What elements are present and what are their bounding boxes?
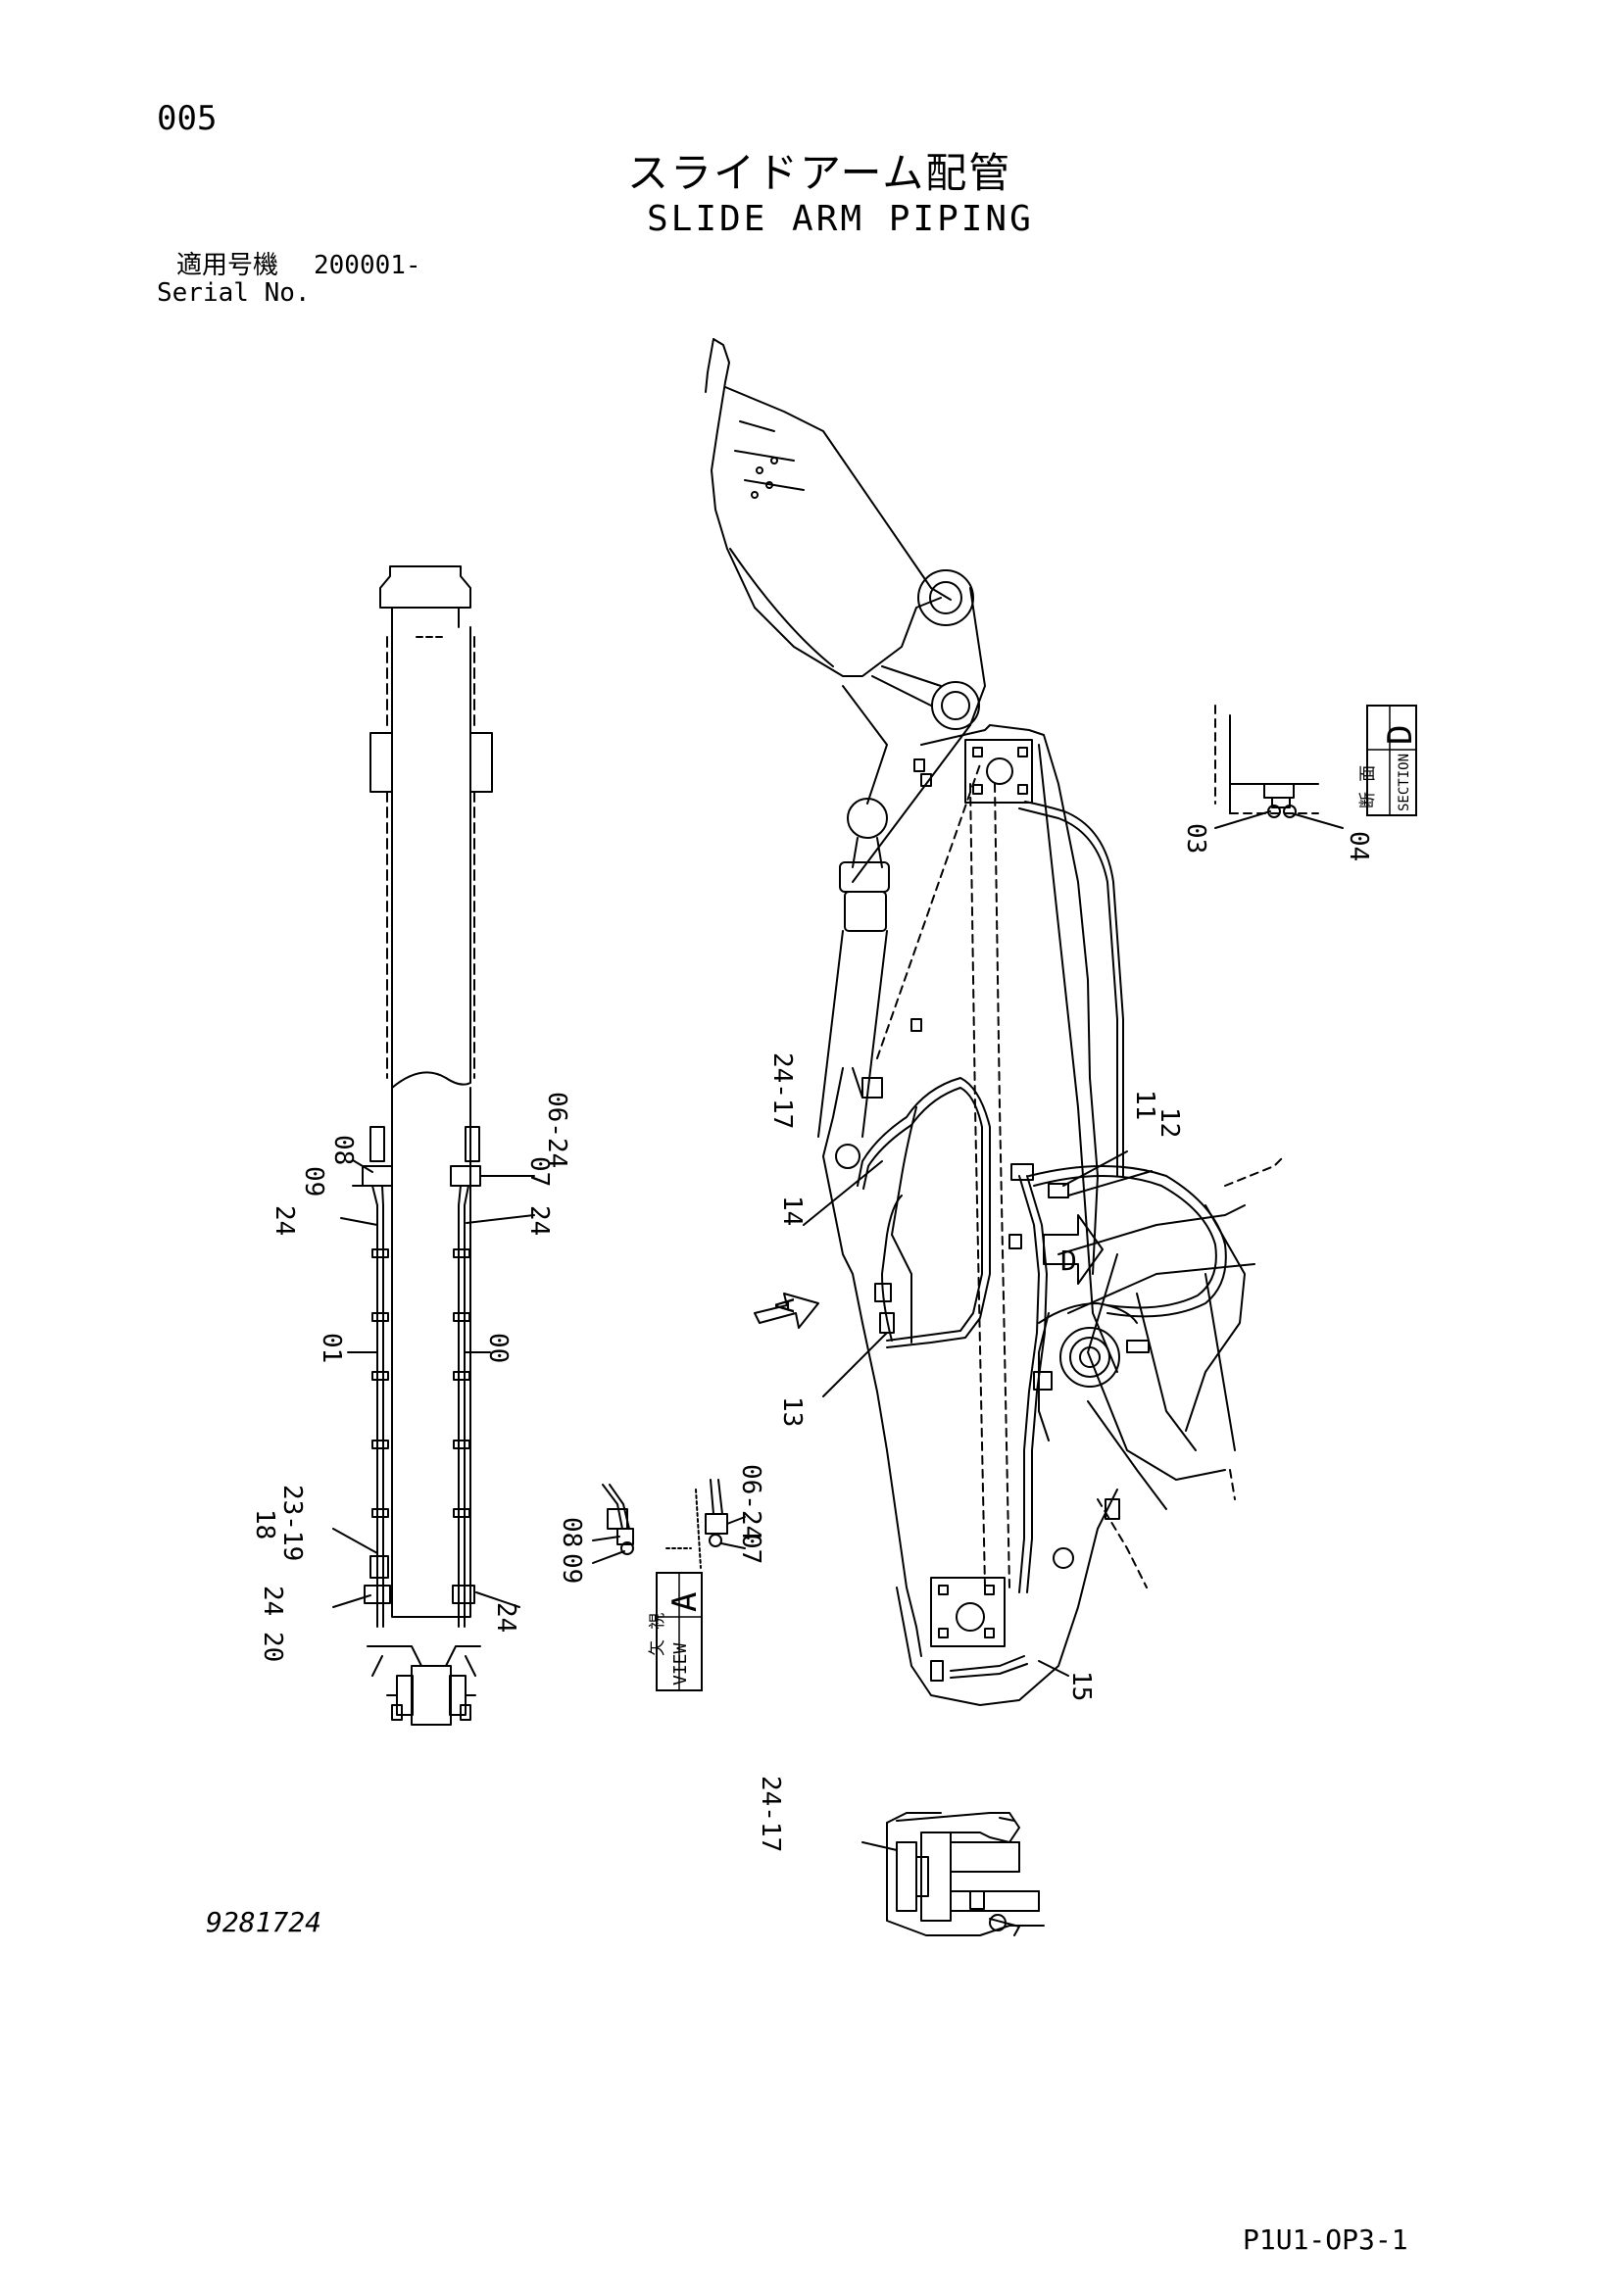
callout-left-18: 18 <box>250 1509 279 1539</box>
callout-left-09: 09 <box>299 1166 328 1197</box>
callout-va-06-24: 06-24 <box>736 1464 765 1540</box>
view-arrow-d-shape <box>1043 1214 1104 1285</box>
callout-main-12: 12 <box>1155 1107 1184 1138</box>
arm-top-view <box>332 565 535 1726</box>
serial-label-japanese: 適用号機 <box>176 251 279 280</box>
callout-main-14: 14 <box>777 1196 807 1226</box>
title-japanese: スライドアーム配管 <box>627 149 1012 197</box>
callout-left-24-20: 24 20 <box>258 1586 287 1662</box>
view-arrow-d-letter: D <box>1060 1245 1077 1277</box>
view-a-label-box <box>656 1572 703 1691</box>
section-d-label-ja: 断 面 <box>1358 765 1378 808</box>
callout-left-01: 01 <box>317 1333 346 1363</box>
view-a-letter: A <box>665 1592 705 1612</box>
callout-left-07: 07 <box>524 1156 554 1187</box>
callout-left-08: 08 <box>328 1135 358 1165</box>
callout-va-09: 09 <box>557 1553 586 1584</box>
view-a-label-ja: 矢 視 <box>648 1613 667 1656</box>
section-d-detail <box>1214 705 1344 829</box>
callout-bottom-24-17: 24-17 <box>756 1776 785 1852</box>
callout-left-24a: 24 <box>270 1205 299 1236</box>
callout-va-08: 08 <box>557 1517 586 1547</box>
page-number: 005 <box>157 99 218 138</box>
bottom-end-detail <box>861 1812 1045 1936</box>
callout-left-23-19: 23-19 <box>277 1485 307 1561</box>
sheet-code: P1U1-OP3-1 <box>1243 2223 1408 2256</box>
view-a-label-en: VIEW <box>670 1642 691 1685</box>
callout-sec-04: 04 <box>1344 831 1373 861</box>
callout-left-06-24: 06-24 <box>542 1092 571 1168</box>
view-arrow-a-letter: A <box>771 1297 801 1313</box>
drawing-number: 9281724 <box>206 1906 322 1938</box>
callout-main-13: 13 <box>777 1396 807 1427</box>
callout-main-11: 11 <box>1130 1090 1159 1120</box>
arm-side-view <box>705 338 1285 1706</box>
callout-va-07: 07 <box>736 1534 765 1564</box>
section-d-letter: D <box>1381 725 1420 745</box>
serial-number-value: 200001- <box>314 251 421 280</box>
section-d-label-en: SECTION <box>1397 754 1412 811</box>
callout-main-15: 15 <box>1066 1671 1096 1701</box>
callout-left-00: 00 <box>483 1333 513 1363</box>
view-arrow-a-shape <box>754 1293 819 1329</box>
serial-label-english: Serial No. <box>157 278 311 308</box>
callout-sec-03: 03 <box>1181 823 1210 854</box>
callout-left-24b: 24 <box>524 1205 554 1236</box>
title-english: SLIDE ARM PIPING <box>647 199 1034 239</box>
callout-left-24c: 24 <box>491 1602 520 1633</box>
view-a-detail <box>592 1479 746 1569</box>
section-d-label-box <box>1366 705 1417 816</box>
callout-main-24-17: 24-17 <box>767 1052 797 1129</box>
